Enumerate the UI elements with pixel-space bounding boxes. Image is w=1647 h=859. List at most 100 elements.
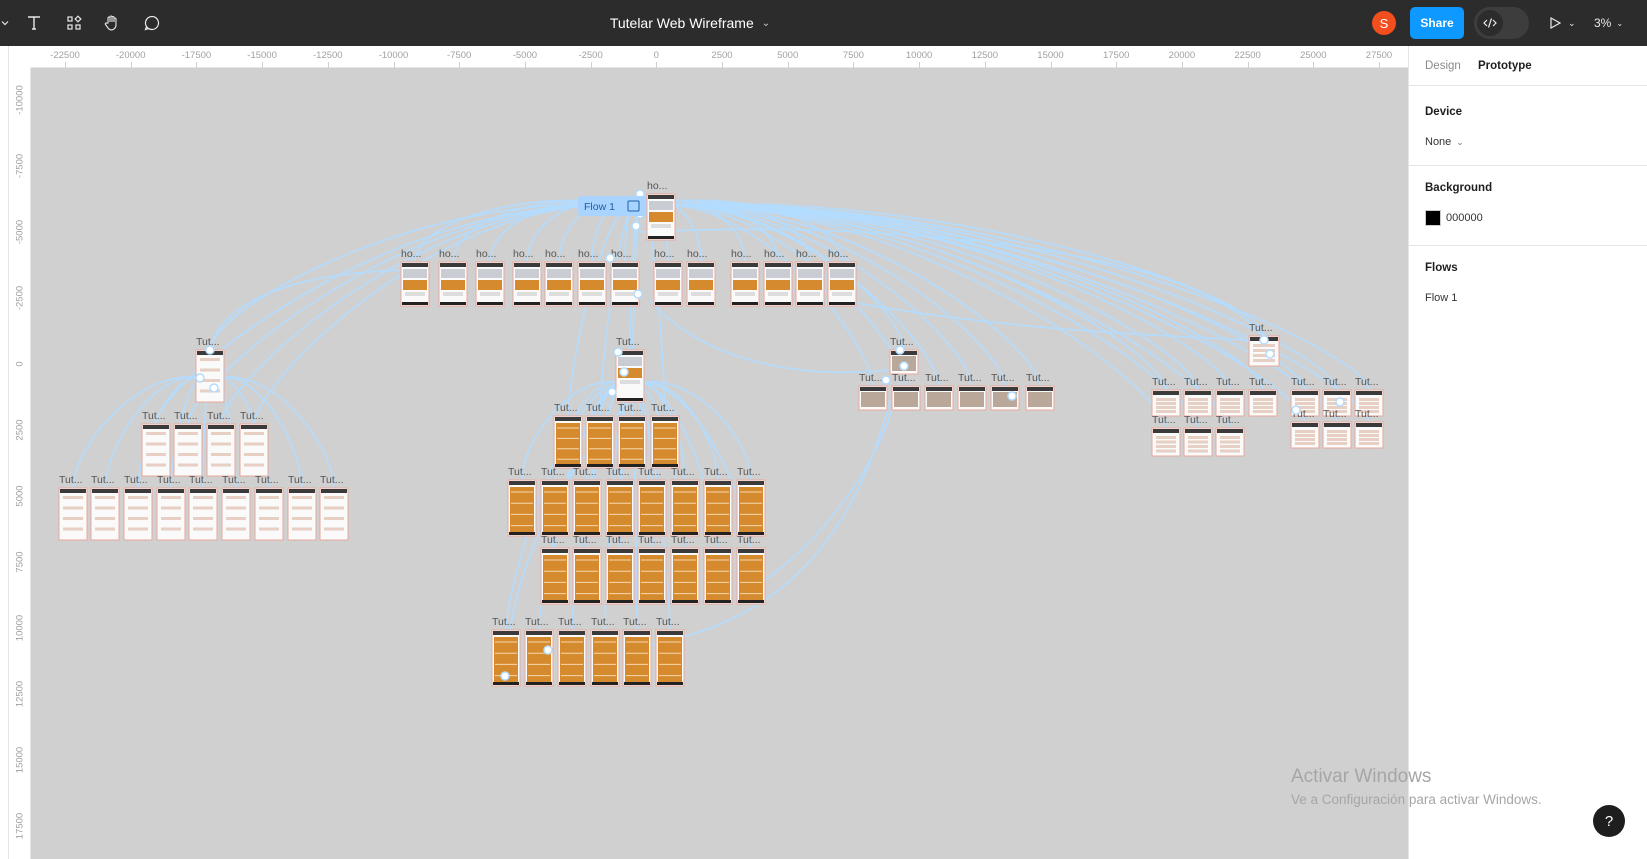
frame-hero: [613, 269, 637, 278]
frame-label: Tut...: [651, 402, 675, 414]
frame-footer-bar: [738, 600, 764, 603]
frame-thumbnail[interactable]: [90, 487, 120, 541]
frame-content: [549, 292, 569, 296]
user-avatar[interactable]: S: [1372, 11, 1396, 35]
frame-content-line: [128, 496, 148, 499]
connection-node[interactable]: [619, 367, 629, 377]
frame-header-bar: [60, 489, 86, 493]
share-button[interactable]: Share: [1410, 7, 1464, 39]
ruler-left-tick-label: 10000: [14, 614, 26, 642]
frame-thumbnail[interactable]: [141, 423, 171, 477]
ruler-top-tick-label: 25000: [1300, 50, 1327, 61]
frame-header-bar: [1292, 391, 1318, 395]
text-tool-icon[interactable]: [20, 9, 48, 37]
connection-node[interactable]: [205, 345, 215, 355]
ruler-left-tick-label: 17500: [14, 812, 26, 840]
prototype-connector: [639, 202, 1265, 337]
connection-node[interactable]: [613, 347, 623, 357]
tab-design[interactable]: Design: [1425, 60, 1461, 72]
device-dropdown[interactable]: None ⌄: [1425, 136, 1464, 148]
hand-tool-icon[interactable]: [98, 9, 126, 37]
frame-content-line: [324, 496, 344, 499]
frame-thumbnail[interactable]: [254, 487, 284, 541]
frame-footer-bar: [592, 682, 618, 685]
connection-node[interactable]: [1291, 405, 1301, 415]
frame-content-line: [200, 389, 220, 393]
frame-footer-bar: [526, 682, 552, 685]
frame-header-bar: [738, 481, 764, 485]
connection-node[interactable]: [543, 645, 553, 655]
frame-thumbnail[interactable]: [319, 487, 349, 541]
connection-node[interactable]: [1265, 349, 1275, 359]
connection-node[interactable]: [1007, 391, 1017, 401]
frame-label: ho...: [828, 248, 848, 260]
frame-content: [673, 555, 697, 600]
frame-content: [733, 280, 757, 290]
canvas-drawing[interactable]: ho...ho...ho...ho...ho...ho...ho...ho...…: [31, 68, 1408, 859]
flow-item[interactable]: Flow 1: [1425, 292, 1457, 304]
help-button[interactable]: ?: [1593, 805, 1625, 837]
background-color-field[interactable]: 000000: [1425, 210, 1483, 226]
zoom-dropdown[interactable]: 3% ⌄: [1594, 9, 1623, 37]
frame-content: [543, 555, 567, 600]
frame-content-line: [211, 453, 231, 456]
tab-prototype[interactable]: Prototype: [1478, 60, 1532, 72]
connection-node[interactable]: [881, 375, 891, 385]
frame-content: [689, 280, 713, 290]
connection-node[interactable]: [607, 387, 617, 397]
color-swatch[interactable]: [1425, 210, 1441, 226]
frame-photo: [861, 392, 885, 407]
frame-footer-bar: [672, 600, 698, 603]
connection-node[interactable]: [633, 289, 643, 299]
connection-node[interactable]: [209, 383, 219, 393]
frame-thumbnail[interactable]: [188, 487, 218, 541]
frame-content-line: [1253, 402, 1273, 405]
frame-footer-bar: [688, 302, 714, 305]
components-tool-icon[interactable]: [60, 9, 88, 37]
frame-thumbnail[interactable]: [173, 423, 203, 477]
frame-content: [515, 280, 539, 290]
frame-content-line: [1188, 406, 1208, 409]
frame-content: [510, 487, 534, 532]
frame-label: Tut...: [240, 410, 264, 422]
frame-footer-bar: [765, 302, 791, 305]
frame-thumbnail[interactable]: [156, 487, 186, 541]
design-canvas[interactable]: ho...ho...ho...ho...ho...ho...ho...ho...…: [31, 68, 1408, 859]
frame-thumbnail[interactable]: [206, 423, 236, 477]
frame-thumbnail[interactable]: [239, 423, 269, 477]
ruler-top-tick-label: 27500: [1365, 50, 1393, 61]
connection-node[interactable]: [631, 221, 641, 231]
frame-label: Tut...: [196, 336, 220, 348]
connection-node[interactable]: [605, 253, 615, 263]
connection-node[interactable]: [899, 361, 909, 371]
frame-content: [768, 292, 788, 296]
frame-photo: [894, 392, 918, 407]
chevron-down-icon: ⌄: [1568, 17, 1576, 28]
connection-node[interactable]: [195, 373, 205, 383]
ruler-left-tick-label: -2500: [14, 285, 26, 311]
frame-thumbnail[interactable]: [287, 487, 317, 541]
frame-header-bar: [1185, 429, 1211, 433]
background-hex[interactable]: 000000: [1446, 212, 1483, 224]
connection-node[interactable]: [500, 671, 510, 681]
menu-chevron-icon[interactable]: [0, 9, 10, 37]
dev-mode-toggle[interactable]: [1474, 7, 1529, 39]
frame-thumbnail[interactable]: [58, 487, 88, 541]
frame-footer-bar: [657, 682, 683, 685]
frame-thumbnail[interactable]: [123, 487, 153, 541]
connection-node[interactable]: [1259, 335, 1269, 345]
prototype-connector: [639, 228, 1265, 339]
connection-node[interactable]: [1335, 397, 1345, 407]
present-button[interactable]: ⌄: [1548, 9, 1582, 37]
frame-content-line: [193, 506, 213, 510]
connection-node[interactable]: [895, 345, 905, 355]
play-flow-icon[interactable]: [627, 200, 640, 212]
frame-content: [441, 280, 465, 290]
comment-tool-icon[interactable]: [138, 9, 166, 37]
frame-thumbnail[interactable]: [221, 487, 251, 541]
frame-hero: [515, 269, 539, 278]
frame-content-line: [161, 517, 181, 520]
ruler-tick: [459, 62, 461, 68]
document-title[interactable]: Tutelar Web Wireframe ⌄: [560, 0, 820, 46]
ruler-tick: [722, 62, 723, 68]
